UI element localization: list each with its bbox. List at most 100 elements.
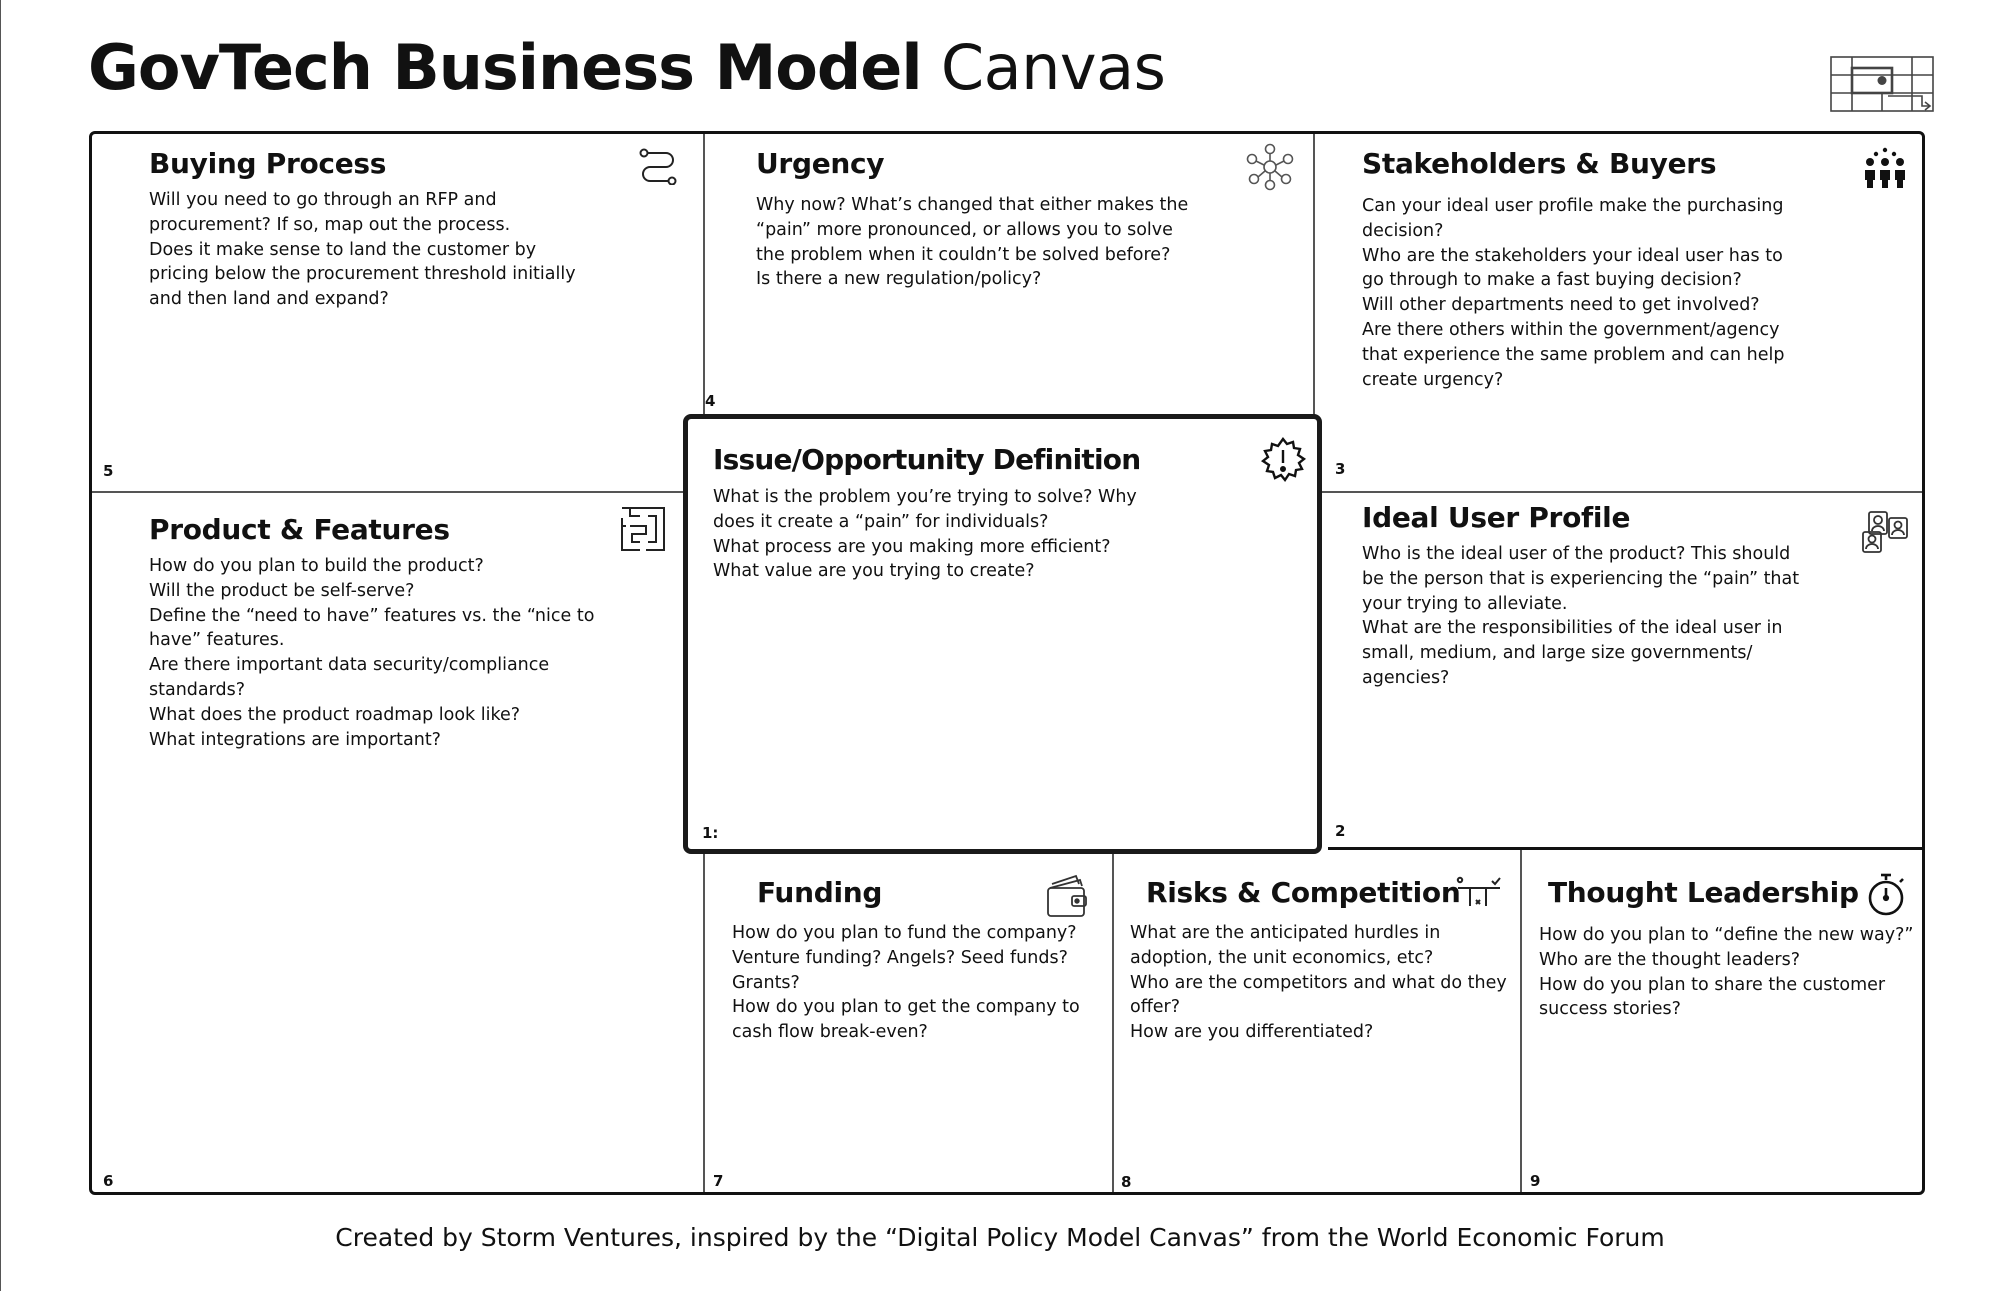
page-title-light: Canvas	[940, 31, 1166, 104]
body-line: Will other departments need to get invol…	[1362, 295, 1760, 316]
section-number: 3	[1335, 460, 1346, 478]
section-body: Who is the ideal user of the product? Th…	[1362, 542, 1799, 691]
body-line: How do you plan to share the customer	[1539, 974, 1886, 995]
section-funding: Funding How do you plan to fund the comp…	[732, 875, 1080, 1045]
process-route-icon	[639, 148, 677, 185]
body-line: Who are the stakeholders your ideal user…	[1362, 245, 1783, 266]
section-title: Product & Features	[149, 513, 450, 546]
section-number: 6	[103, 1172, 114, 1190]
section-thought-leadership: Thought Leadership How do you plan to “d…	[1539, 875, 1913, 1022]
section-body: How do you plan to fund the company? Ven…	[732, 921, 1080, 1045]
section-title: Ideal User Profile	[1362, 501, 1631, 534]
page-title-bold: GovTech Business Model	[88, 31, 923, 104]
body-line: adoption, the unit economics, etc?	[1130, 947, 1434, 968]
body-line: cash flow break-even?	[732, 1022, 928, 1043]
section-body: What is the problem you’re trying to sol…	[713, 485, 1140, 584]
section-title: Stakeholders & Buyers	[1362, 147, 1717, 180]
body-line: How do you plan to build the product?	[149, 556, 484, 576]
body-line: Does it make sense to land the customer …	[149, 239, 537, 260]
alert-badge-icon	[1260, 437, 1307, 483]
divider-bottom-1	[1112, 854, 1114, 1192]
body-line: How do you plan to get the company to	[732, 997, 1080, 1018]
canvas-logo-icon	[1830, 56, 1934, 112]
hurdle-icon	[1456, 876, 1501, 906]
body-line: Will the product be self-serve?	[149, 580, 415, 601]
section-body: Will you need to go through an RFP and p…	[149, 188, 576, 312]
divider-upper-right-vertical	[1313, 134, 1315, 494]
people-group-icon	[1865, 147, 1905, 188]
section-title: Funding	[757, 876, 883, 909]
body-line: Why now? What’s changed that either make…	[756, 195, 1189, 215]
section-title: Risks & Competition	[1146, 876, 1461, 909]
section-body: How do you plan to “define the new way?”…	[1539, 923, 1913, 1022]
body-line: What are the anticipated hurdles in	[1130, 923, 1441, 943]
section-title: Urgency	[756, 147, 885, 180]
body-line: that experience the same problem and can…	[1362, 344, 1785, 365]
page-edge	[0, 0, 1, 1291]
page-title: GovTech Business Model Canvas	[88, 30, 1166, 106]
section-stakeholders: Stakeholders & Buyers Can your ideal use…	[1362, 146, 1784, 392]
section-number: 7	[713, 1172, 724, 1190]
body-line: go through to make a fast buying decisio…	[1362, 270, 1742, 291]
body-line: agencies?	[1362, 667, 1450, 688]
section-body: Can your ideal user profile make the pur…	[1362, 194, 1784, 392]
body-line: small, medium, and large size government…	[1362, 643, 1753, 664]
body-line: your trying to alleviate.	[1362, 593, 1568, 614]
section-risks: Risks & Competition What are the anticip…	[1130, 875, 1507, 1045]
user-profiles-icon	[1862, 511, 1908, 553]
section-product-features: Product & Features How do you plan to bu…	[149, 512, 594, 752]
body-line: “pain” more pronounced, or allows you to…	[756, 219, 1173, 240]
body-line: What are the responsibilities of the ide…	[1362, 618, 1783, 639]
section-title: Buying Process	[149, 147, 387, 180]
section-title: Issue/Opportunity Definition	[713, 443, 1141, 476]
section-urgency: Urgency Why now? What’s changed that eit…	[756, 146, 1188, 292]
body-line: procurement? If so, map out the process.	[149, 214, 511, 235]
section-ideal-user: Ideal User Profile Who is the ideal user…	[1362, 500, 1799, 691]
body-line: Will you need to go through an RFP and	[149, 190, 497, 210]
section-issue-opportunity: Issue/Opportunity Definition What is the…	[683, 414, 1322, 854]
body-line: How do you plan to “define the new way?”	[1539, 925, 1914, 945]
body-line: have” features.	[149, 630, 285, 651]
body-line: What value are you trying to create?	[713, 561, 1035, 582]
divider-bottom-2	[1520, 850, 1522, 1192]
divider-right-horizontal	[1313, 491, 1922, 493]
body-line: and then land and expand?	[149, 289, 389, 310]
wallet-icon	[1047, 874, 1087, 917]
body-line: does it create a “pain” for individuals?	[713, 511, 1049, 532]
section-number: 2	[1335, 822, 1346, 840]
issue-content: Issue/Opportunity Definition What is the…	[713, 442, 1141, 584]
section-title: Thought Leadership	[1548, 876, 1859, 909]
body-line: Can your ideal user profile make the pur…	[1362, 196, 1784, 216]
section-buying-process: Buying Process Will you need to go throu…	[149, 146, 576, 312]
network-icon	[1246, 143, 1294, 191]
body-line: Are there important data security/compli…	[149, 655, 550, 676]
body-line: success stories?	[1539, 999, 1681, 1020]
section-body: What are the anticipated hurdles in adop…	[1130, 921, 1507, 1045]
body-line: What process are you making more efficie…	[713, 536, 1111, 557]
body-line: pricing below the procurement threshold …	[149, 264, 576, 285]
footer-credit: Created by Storm Ventures, inspired by t…	[335, 1223, 1665, 1252]
body-line: standards?	[149, 679, 246, 700]
body-line: the problem when it couldn’t be solved b…	[756, 244, 1171, 265]
body-line: Who are the competitors and what do they	[1130, 972, 1507, 993]
section-number: 4	[705, 392, 716, 410]
body-line: be the person that is experiencing the “…	[1362, 568, 1800, 589]
section-number: 1:	[702, 824, 719, 842]
body-line: What integrations are important?	[149, 729, 441, 750]
body-line: How do you plan to fund the company?	[732, 923, 1077, 943]
divider-bottom-horizontal	[1328, 847, 1922, 850]
body-line: create urgency?	[1362, 369, 1504, 390]
body-line: Are there others within the government/a…	[1362, 319, 1780, 340]
body-line: offer?	[1130, 997, 1181, 1018]
section-body: How do you plan to build the product? Wi…	[149, 554, 594, 752]
body-line: What does the product roadmap look like?	[149, 704, 521, 725]
body-line: Who are the thought leaders?	[1539, 949, 1801, 970]
body-line: decision?	[1362, 220, 1444, 241]
body-line: Venture funding? Angels? Seed funds?	[732, 947, 1068, 968]
body-line: Who is the ideal user of the product? Th…	[1362, 544, 1791, 564]
body-line: Grants?	[732, 972, 800, 993]
section-number: 9	[1530, 1172, 1541, 1190]
section-number: 5	[103, 462, 114, 480]
body-line: Is there a new regulation/policy?	[756, 269, 1042, 290]
section-number: 8	[1121, 1173, 1132, 1191]
